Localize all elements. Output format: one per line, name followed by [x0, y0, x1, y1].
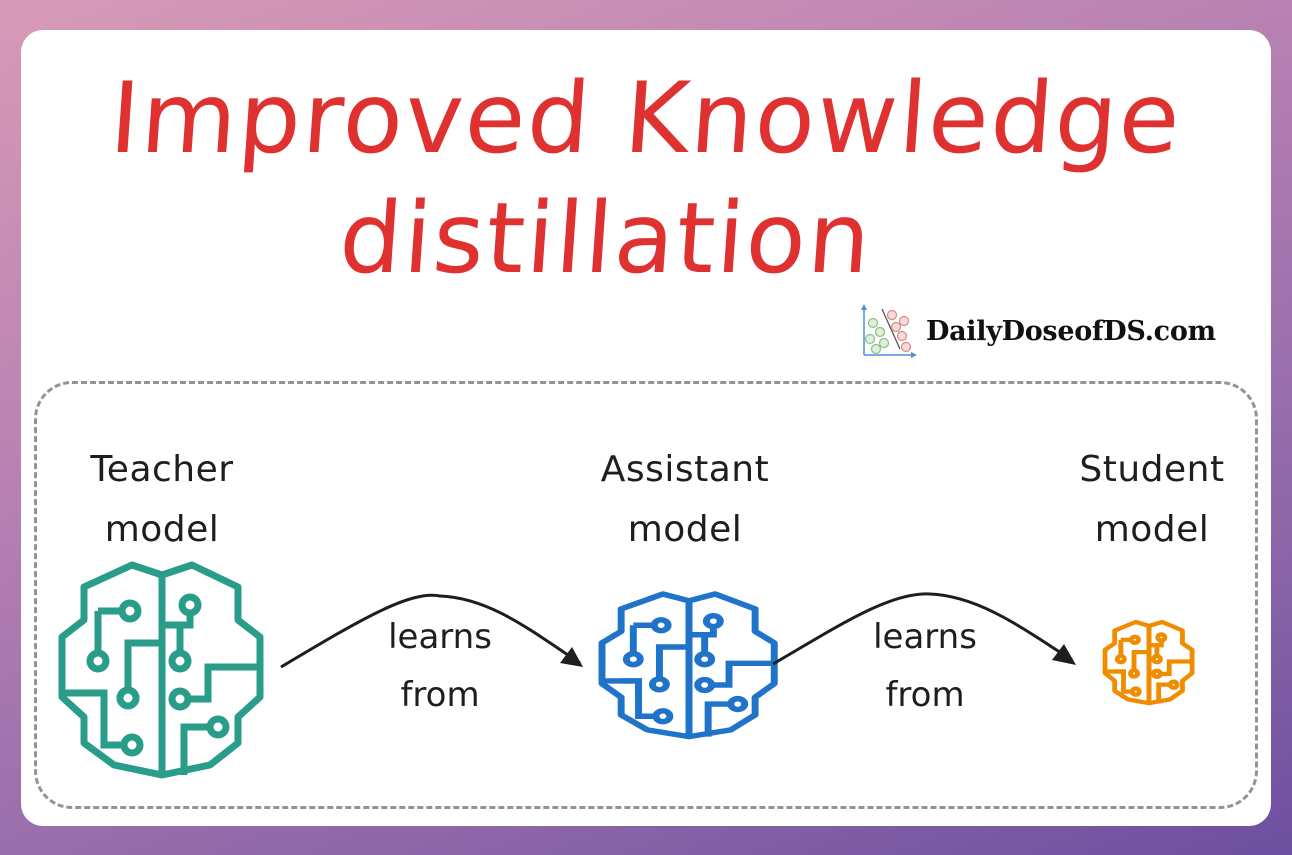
- teacher-model-label: Teacher model: [90, 449, 234, 550]
- scatter-classifier-logo-icon: [861, 304, 917, 358]
- brand-text: DailyDoseofDS.com: [926, 315, 1216, 347]
- diagram-container: [34, 381, 1258, 809]
- brand-logo[interactable]: DailyDoseofDS.com: [858, 303, 1216, 359]
- edge-label-learns-from-1: learns from: [388, 617, 492, 715]
- student-model-label: Student model: [1079, 449, 1225, 550]
- card-background: [21, 30, 1271, 826]
- edge-label-learns-from-2: learns from: [873, 617, 977, 715]
- assistant-model-label: Assistant model: [600, 449, 770, 550]
- student-brain-icon: [1105, 622, 1193, 704]
